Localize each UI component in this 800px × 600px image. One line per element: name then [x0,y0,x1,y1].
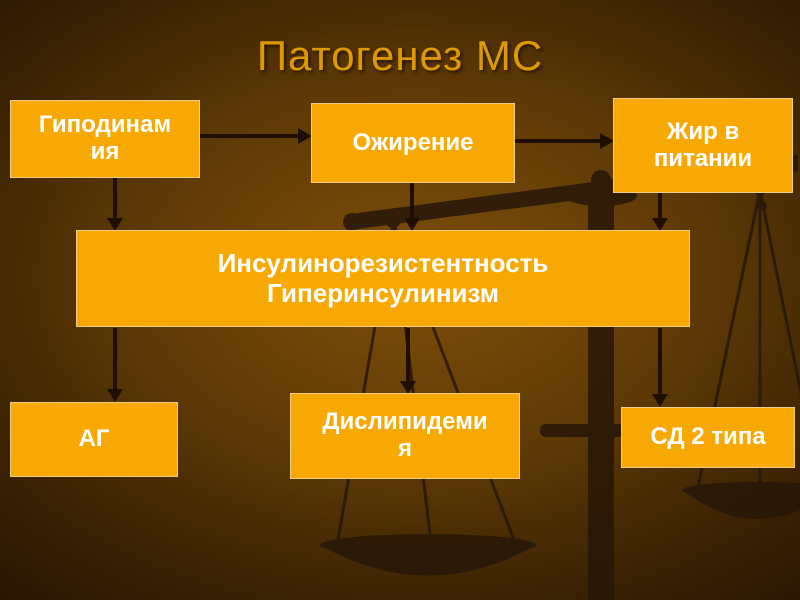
slide-title: Патогенез МС [256,32,544,79]
arrow-insulin-resistance-to-diabetes [652,328,668,407]
node-hypertension: АГ [10,402,178,477]
arrow-insulin-resistance-to-dyslipidemia [400,328,416,394]
scales-left-pan-icon [320,545,536,576]
node-diabetes-type-2: СД 2 типа [621,407,795,468]
scales-right-pan-icon [682,490,800,519]
arrow-hypodynamia-to-obesity [200,128,312,144]
arrow-hypodynamia-to-insulin-resistance [107,178,123,231]
arrow-obesity-to-insulin-resistance [404,183,420,231]
arrow-dietary-fat-to-insulin-resistance [652,193,668,231]
node-hypodynamia: Гиподинам ия [10,100,200,178]
node-dyslipidemia: Дислипидеми я [290,393,520,479]
node-dietary-fat: Жир в питании [613,98,793,193]
node-insulin-resistance: Инсулинорезистентность Гиперинсулинизм [76,230,690,327]
arrow-insulin-resistance-to-hypertension [107,328,123,402]
arrow-obesity-to-dietary-fat [515,133,614,149]
node-obesity: Ожирение [311,103,515,183]
